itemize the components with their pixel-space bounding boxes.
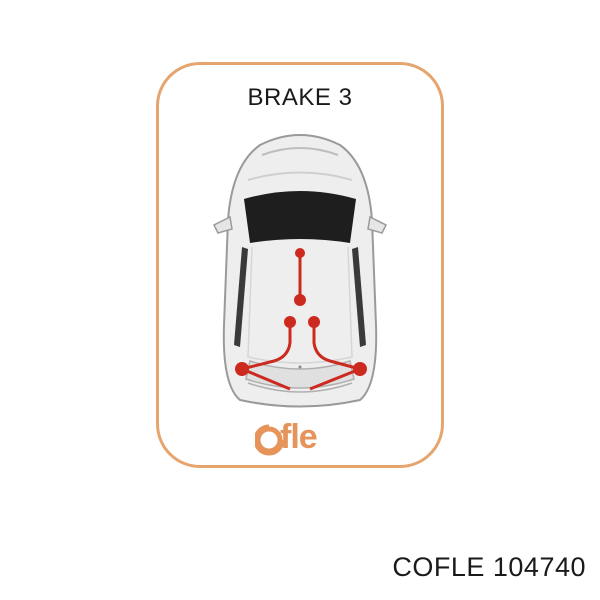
windshield xyxy=(244,191,356,243)
car-top-view-icon xyxy=(212,134,388,408)
cable-anchor-front xyxy=(295,248,305,258)
logo-text: fle xyxy=(280,418,318,456)
left-mirror xyxy=(212,215,233,234)
right-mirror xyxy=(367,215,388,234)
rear-right-brake xyxy=(353,362,367,376)
rear-left-brake xyxy=(235,362,249,376)
cable-split-left xyxy=(284,316,296,328)
brake-cable-icon xyxy=(241,257,361,391)
diagram-title: BRAKE 3 xyxy=(247,84,353,111)
cable-lever xyxy=(294,294,306,306)
cable-split-right xyxy=(308,316,320,328)
part-number: COFLE 104740 xyxy=(392,552,586,582)
cofle-logo-icon xyxy=(255,424,285,456)
brake-nodes xyxy=(235,248,367,376)
